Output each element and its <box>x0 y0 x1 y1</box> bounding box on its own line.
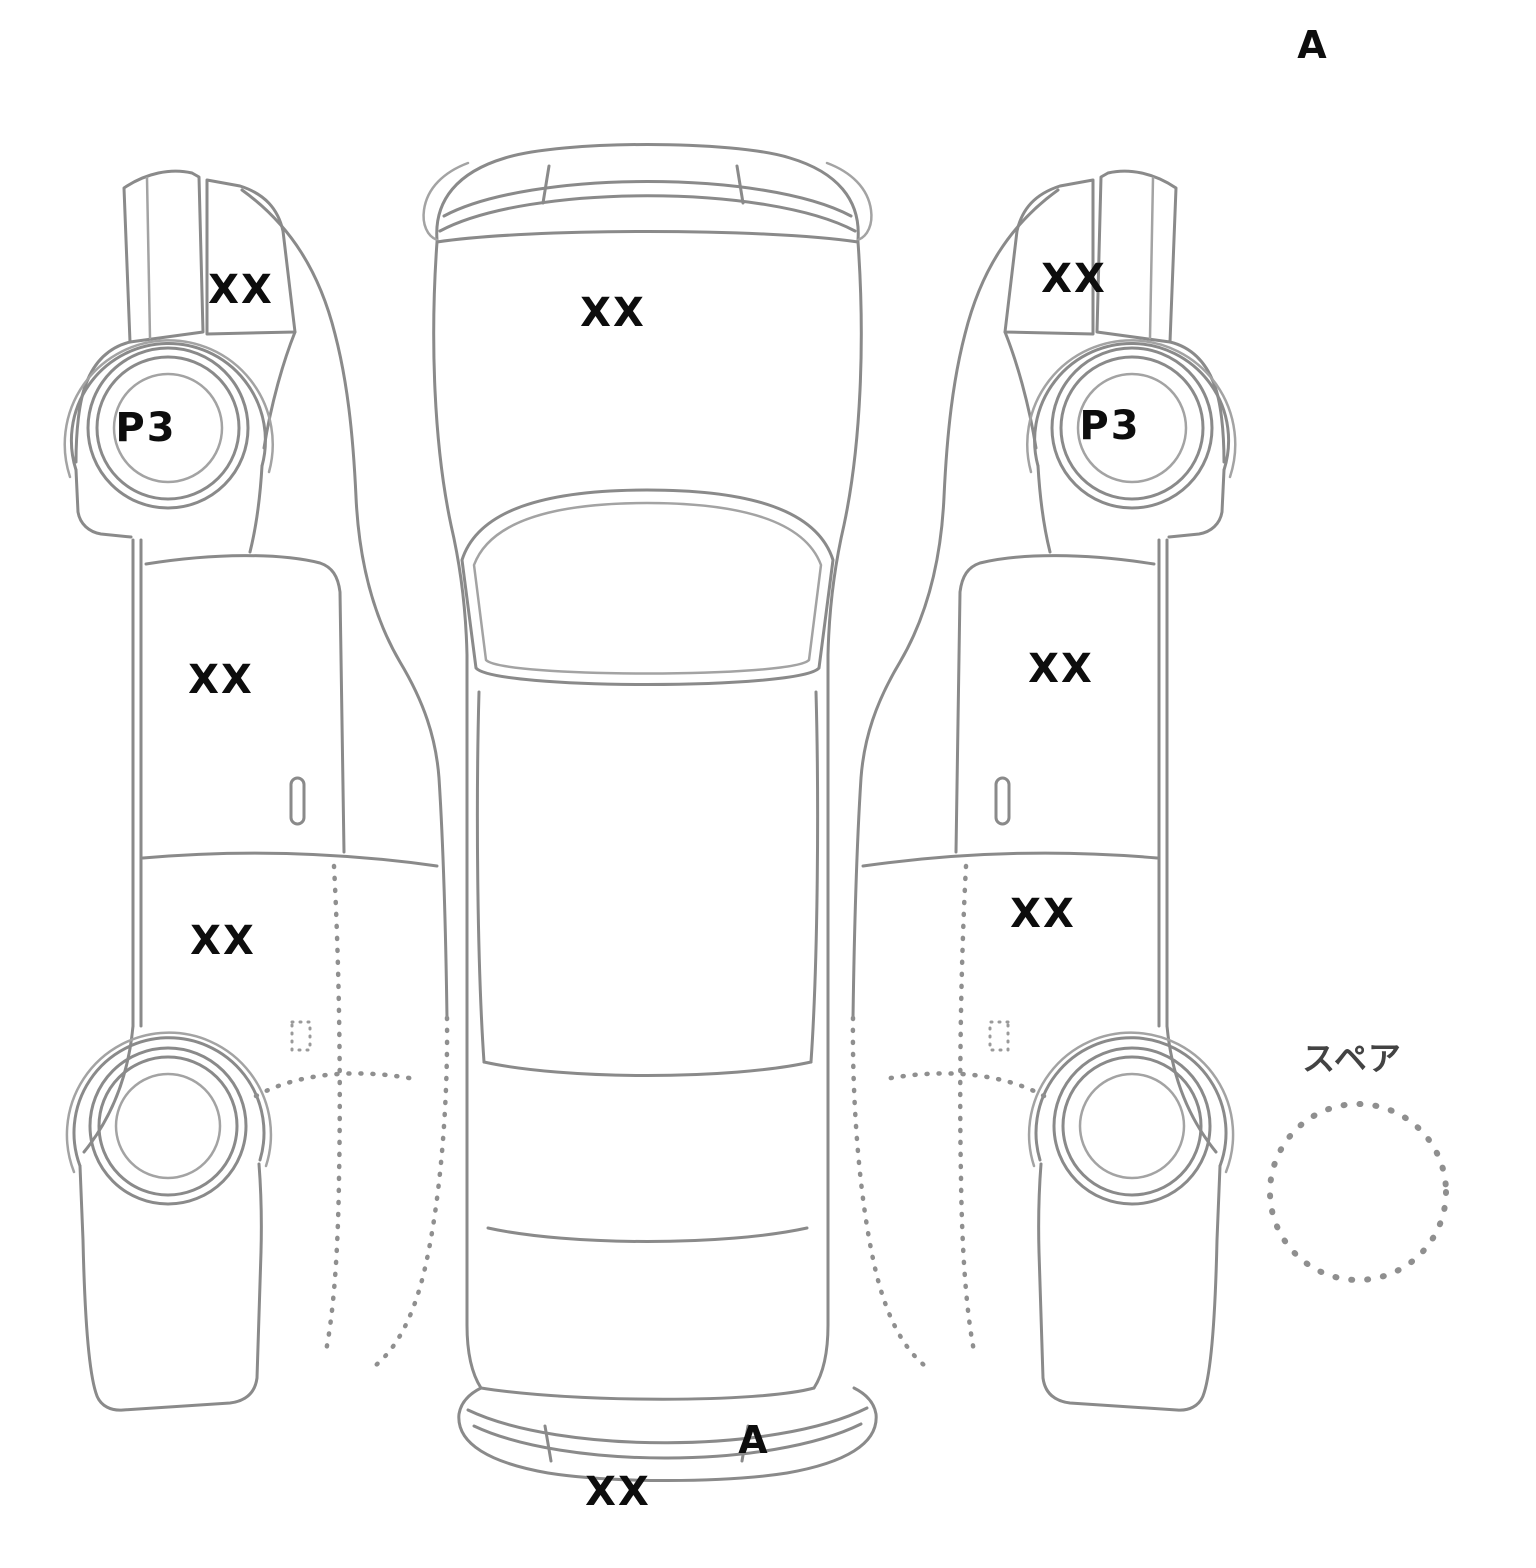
damage-mark-right-front-door: XX <box>1028 646 1094 692</box>
damage-mark-right-rear-door: XX <box>1010 891 1076 937</box>
damage-mark-rear-corner: A <box>738 1418 768 1462</box>
damage-mark-left-fender: XX <box>208 267 274 313</box>
top-view-outline <box>422 143 878 1482</box>
damage-mark-right-fender: XX <box>1041 256 1107 302</box>
left-side-outline <box>63 169 450 1412</box>
damage-mark-left-front-door: XX <box>188 657 254 703</box>
rear-wheel <box>88 1046 248 1206</box>
damage-mark-left-front-wheel: P3 <box>115 405 177 451</box>
damage-mark-right-front-wheel: P3 <box>1079 403 1141 449</box>
front-wheel <box>86 346 250 510</box>
damage-mark-left-rear-door: XX <box>190 918 256 964</box>
damage-mark-hood: XX <box>580 290 646 336</box>
door-handle <box>289 776 306 826</box>
damage-mark-rear-bumper: XX <box>585 1469 651 1515</box>
sheet-corner-mark: A <box>1297 23 1327 67</box>
spare-tire-circle <box>1267 1101 1449 1283</box>
right-side-outline <box>853 171 1235 1410</box>
spare-tire-label: スペア <box>1302 1039 1402 1078</box>
